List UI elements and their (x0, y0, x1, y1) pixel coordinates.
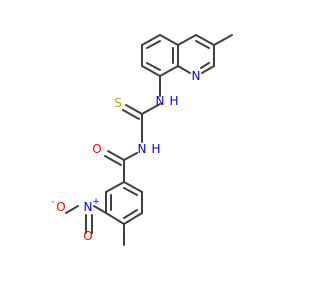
bond (104, 155, 122, 166)
sulfur-label: S (114, 96, 122, 110)
nitro-oxygen-double-label: O (83, 229, 92, 243)
bond (123, 212, 143, 225)
bond (177, 34, 197, 46)
bond (177, 65, 191, 74)
bond (146, 62, 161, 71)
bond (146, 40, 161, 49)
quinoline-nitrogen-label: N (192, 69, 201, 83)
nitro-oxygen-charge: - (51, 197, 54, 207)
bond (105, 181, 125, 193)
bond (123, 181, 143, 193)
amide-hydrogen-label: H (151, 142, 160, 156)
bond (105, 212, 125, 225)
nitro-nitrogen-label: N (84, 200, 93, 214)
bond (125, 104, 143, 115)
bond (123, 209, 138, 219)
bond (159, 65, 179, 77)
bond (159, 34, 179, 46)
nitro-oxygen-single-label: O (56, 200, 65, 214)
bond-layer (65, 34, 233, 246)
thiourea-nh-nitrogen-label: N (156, 94, 165, 108)
bond (65, 205, 79, 214)
bond (195, 40, 210, 49)
thiourea-nh-hydrogen-label: H (169, 94, 178, 108)
atom-label-layer: N N H S N H O N + O - O (51, 69, 200, 243)
bond (93, 205, 107, 214)
bond (200, 62, 210, 69)
bond (141, 65, 161, 77)
bond (123, 187, 138, 196)
amide-nitrogen-label: N (138, 142, 147, 156)
bond (141, 103, 161, 115)
bond (107, 150, 125, 161)
bond (213, 34, 233, 46)
molecule-structure-canvas: N N H S N H O N + O - O (51, 34, 233, 246)
bond (195, 34, 215, 46)
bond (201, 65, 215, 74)
bond (123, 152, 138, 161)
bond (141, 34, 161, 46)
nitro-nitrogen-charge: + (92, 197, 100, 207)
bond (122, 109, 140, 120)
carbonyl-oxygen-label: O (92, 142, 101, 156)
